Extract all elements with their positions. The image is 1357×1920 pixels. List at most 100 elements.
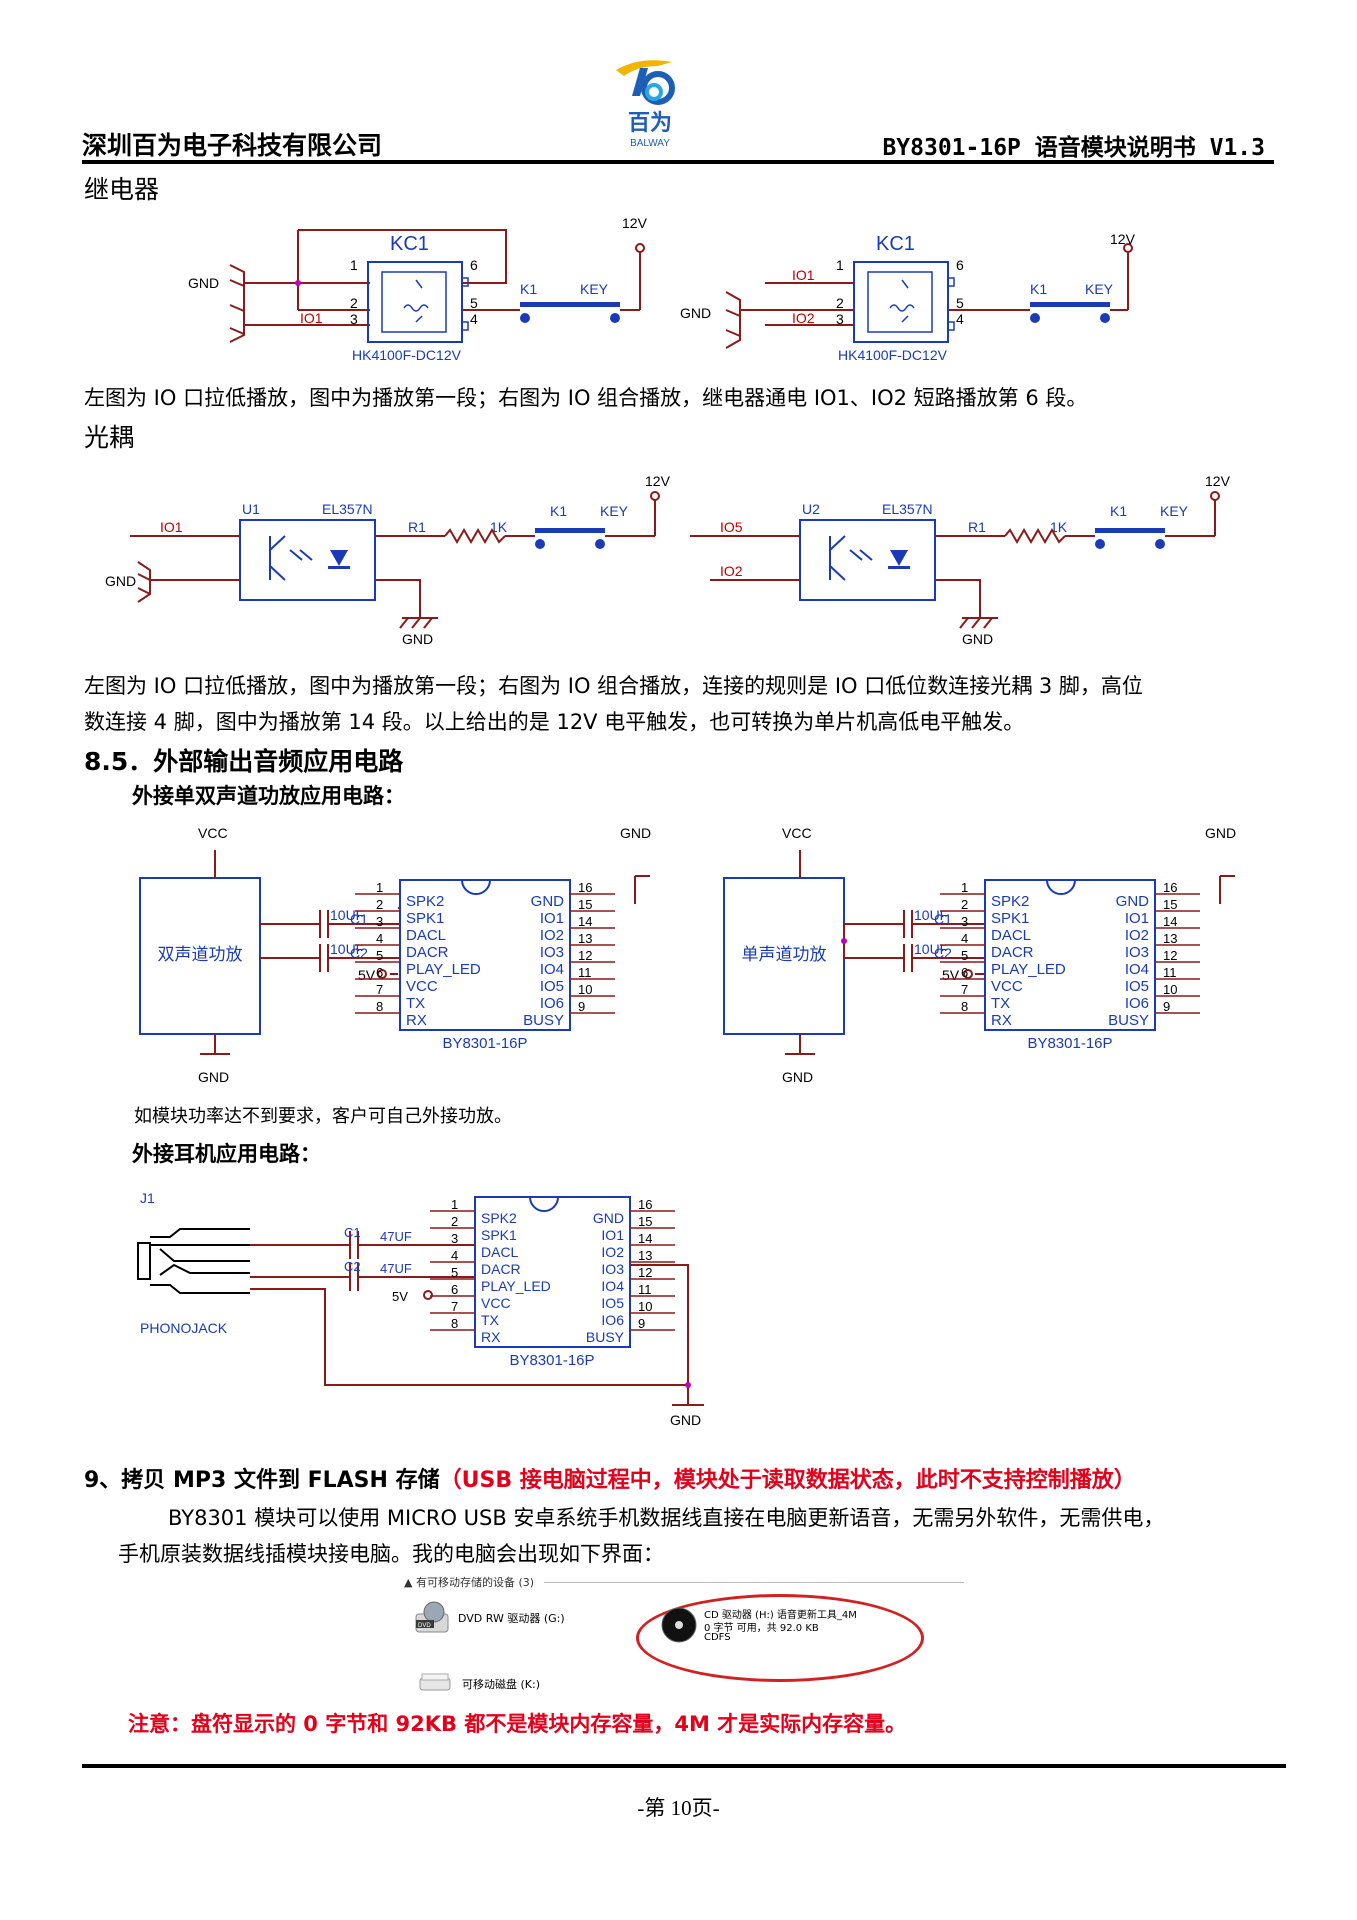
chip-pin-number-right: 14	[638, 1231, 652, 1246]
amp-note: 如模块功率达不到要求，客户可自己外接功放。	[134, 1106, 512, 1127]
chip-pin-number-right: 15	[1163, 897, 1177, 912]
amp-c2-right: C2	[934, 945, 952, 961]
chip-pin-label-right: GND	[531, 893, 565, 910]
chip-pin-number-left: 7	[451, 1299, 458, 1314]
relay-heading: 继电器	[84, 175, 160, 204]
chip-pin-number-right: 15	[638, 1214, 652, 1229]
opto-12v-right: 12V	[1205, 473, 1231, 489]
relay-12v-right: 12V	[1110, 231, 1136, 247]
chip-pin-number-right: 10	[1163, 982, 1177, 997]
jack-ref: J1	[140, 1190, 155, 1206]
chip-pin-label-right: IO4	[540, 961, 564, 978]
relay-schematic: KC1 KC1 HK4100F-DC12V HK4100F-DC12V K1 K…	[188, 215, 1136, 363]
opto-u1-label: U1	[242, 501, 260, 517]
chip-label-c: BY8301-16P	[509, 1352, 594, 1369]
relay-io1-left: IO1	[300, 310, 323, 326]
chip-pin-number-left: 4	[961, 931, 968, 946]
opto-k1-right: K1	[1110, 503, 1127, 519]
chip-pin-label-left: SPK1	[481, 1227, 517, 1243]
removable-disk-icon	[419, 1673, 451, 1691]
relay-pin-2-left: 2	[350, 295, 358, 311]
opto-12v-left: 12V	[645, 473, 671, 489]
chip-pin-number-right: 10	[578, 982, 592, 997]
chip-pin-label-right: IO4	[1125, 961, 1149, 978]
opto-caption-line1: 左图为 IO 口拉低播放，图中为播放第一段；右图为 IO 组合播放，连接的规则是…	[84, 674, 1143, 698]
amp-5v-right: 5V	[942, 967, 960, 983]
explorer-screenshot: ▲ 有可移动存储的设备 (3) DVD DVD RW 驱动器 (G:) CD 驱…	[384, 1570, 964, 1710]
chip-pin-number-left: 6	[961, 965, 968, 980]
chip-pin-number-right: 12	[578, 948, 592, 963]
audio-sub-headphone: 外接耳机应用电路：	[132, 1142, 321, 1166]
chip-pin-label-left: PLAY_LED	[481, 1278, 551, 1294]
relay-io2-right: IO2	[792, 310, 815, 326]
amp-gnd-top-right: GND	[1205, 825, 1236, 841]
opto-caption-line2: 数连接 4 脚，图中为播放第 14 段。以上给出的是 12V 电平触发，也可转换…	[84, 710, 1025, 734]
chip-pin-label-left: PLAY_LED	[406, 961, 481, 978]
chip-pin-label-left: DACL	[481, 1244, 519, 1260]
chip-pin-label-left: SPK2	[406, 893, 444, 910]
chip-pin-number-left: 2	[451, 1214, 458, 1229]
explorer-group-header: ▲ 有可移动存储的设备 (3)	[404, 1576, 535, 1589]
explorer-divider	[544, 1582, 964, 1583]
chip-pin-label-left: TX	[991, 995, 1010, 1012]
opto-k1-left: K1	[550, 503, 567, 519]
chip-pin-label-right: BUSY	[523, 1012, 564, 1029]
chip-pin-number-right: 11	[1163, 965, 1177, 980]
chip-pin-label-left: TX	[406, 995, 425, 1012]
relay-io1-right: IO1	[792, 267, 815, 283]
chip-pin-number-right: 12	[638, 1265, 652, 1280]
relay-key-right: KEY	[1085, 281, 1114, 297]
amp-capval-c2-right: 10UF	[914, 941, 948, 957]
relay-pin-4-right: 4	[956, 311, 964, 327]
chip-pin-label-right: IO1	[601, 1227, 624, 1243]
section9-title-main: 9、拷贝 MP3 文件到 FLASH 存储	[84, 1468, 440, 1493]
chip-label-b: BY8301-16P	[1027, 1035, 1112, 1052]
chip-pin-label-right: IO6	[1125, 995, 1149, 1012]
amp-c1-left: C1	[350, 911, 368, 927]
chip-pin-number-right: 16	[1163, 880, 1177, 895]
chip-pin-number-left: 6	[451, 1282, 458, 1297]
opto-r1-right: R1	[968, 519, 986, 535]
chip-pin-label-left: DACL	[406, 927, 446, 944]
headphone-5v: 5V	[392, 1289, 408, 1304]
amp-vcc-right: VCC	[782, 825, 812, 841]
chip-pin-label-right: IO3	[1125, 944, 1149, 961]
relay-k1-left: K1	[520, 281, 537, 297]
headphone-c1: C1	[344, 1225, 361, 1240]
chip-pin-number-left: 4	[451, 1248, 458, 1263]
dvd-drive-item[interactable]: DVD DVD RW 驱动器 (G:)	[414, 1600, 614, 1640]
amp-capval-c1-right: 10UF	[914, 907, 948, 923]
chip-pin-number-right: 12	[1163, 948, 1177, 963]
chip-pin-number-right: 13	[1163, 931, 1177, 946]
chip-pin-label-left: VCC	[991, 978, 1023, 995]
audio-sub-amp: 外接单双声道功放应用电路：	[132, 784, 405, 808]
chip-pin-number-left: 8	[451, 1316, 458, 1331]
chip-pin-label-left: RX	[481, 1329, 501, 1345]
chip-pin-number-right: 13	[638, 1248, 652, 1263]
cd-drive-capacity: 0 字节 可用，共 92.0 KB	[704, 1623, 819, 1634]
removable-disk-item[interactable]: 可移动磁盘 (K:)	[418, 1670, 618, 1700]
chip-pin-number-right: 14	[1163, 914, 1177, 929]
chip-pin-number-right: 11	[638, 1282, 652, 1297]
opto-key-right: KEY	[1160, 503, 1189, 519]
chip-pin-number-right: 14	[578, 914, 592, 929]
cd-drive-icon	[661, 1607, 697, 1643]
opto-io2-right: IO2	[720, 563, 743, 579]
chip-pin-label-right: IO3	[540, 944, 564, 961]
relay-pin-1-right: 1	[836, 257, 844, 273]
chip-pin-number-left: 3	[451, 1231, 458, 1246]
chip-pin-number-left: 2	[376, 897, 383, 912]
cd-drive-item[interactable]: CD 驱动器 (H:) 语音更新工具_4M 0 字节 可用，共 92.0 KB …	[660, 1606, 910, 1656]
relay-key-left: KEY	[580, 281, 609, 297]
headphone-cap-c1: 47UF	[380, 1229, 412, 1244]
chip-pin-number-left: 3	[376, 914, 383, 929]
footer-rule	[82, 1764, 1286, 1768]
chip-pin-label-left: SPK2	[481, 1210, 517, 1226]
dvd-drive-label: DVD RW 驱动器 (G:)	[458, 1612, 565, 1625]
chip-pin-label-right: IO1	[540, 910, 564, 927]
chip-pin-label-left: DACR	[991, 944, 1034, 961]
opto-rval-right: 1K	[1050, 519, 1068, 535]
relay-pin-1-left: 1	[350, 257, 358, 273]
section9-para1: BY8301 模块可以使用 MICRO USB 安卓系统手机数据线直接在电脑更新…	[168, 1506, 1165, 1530]
